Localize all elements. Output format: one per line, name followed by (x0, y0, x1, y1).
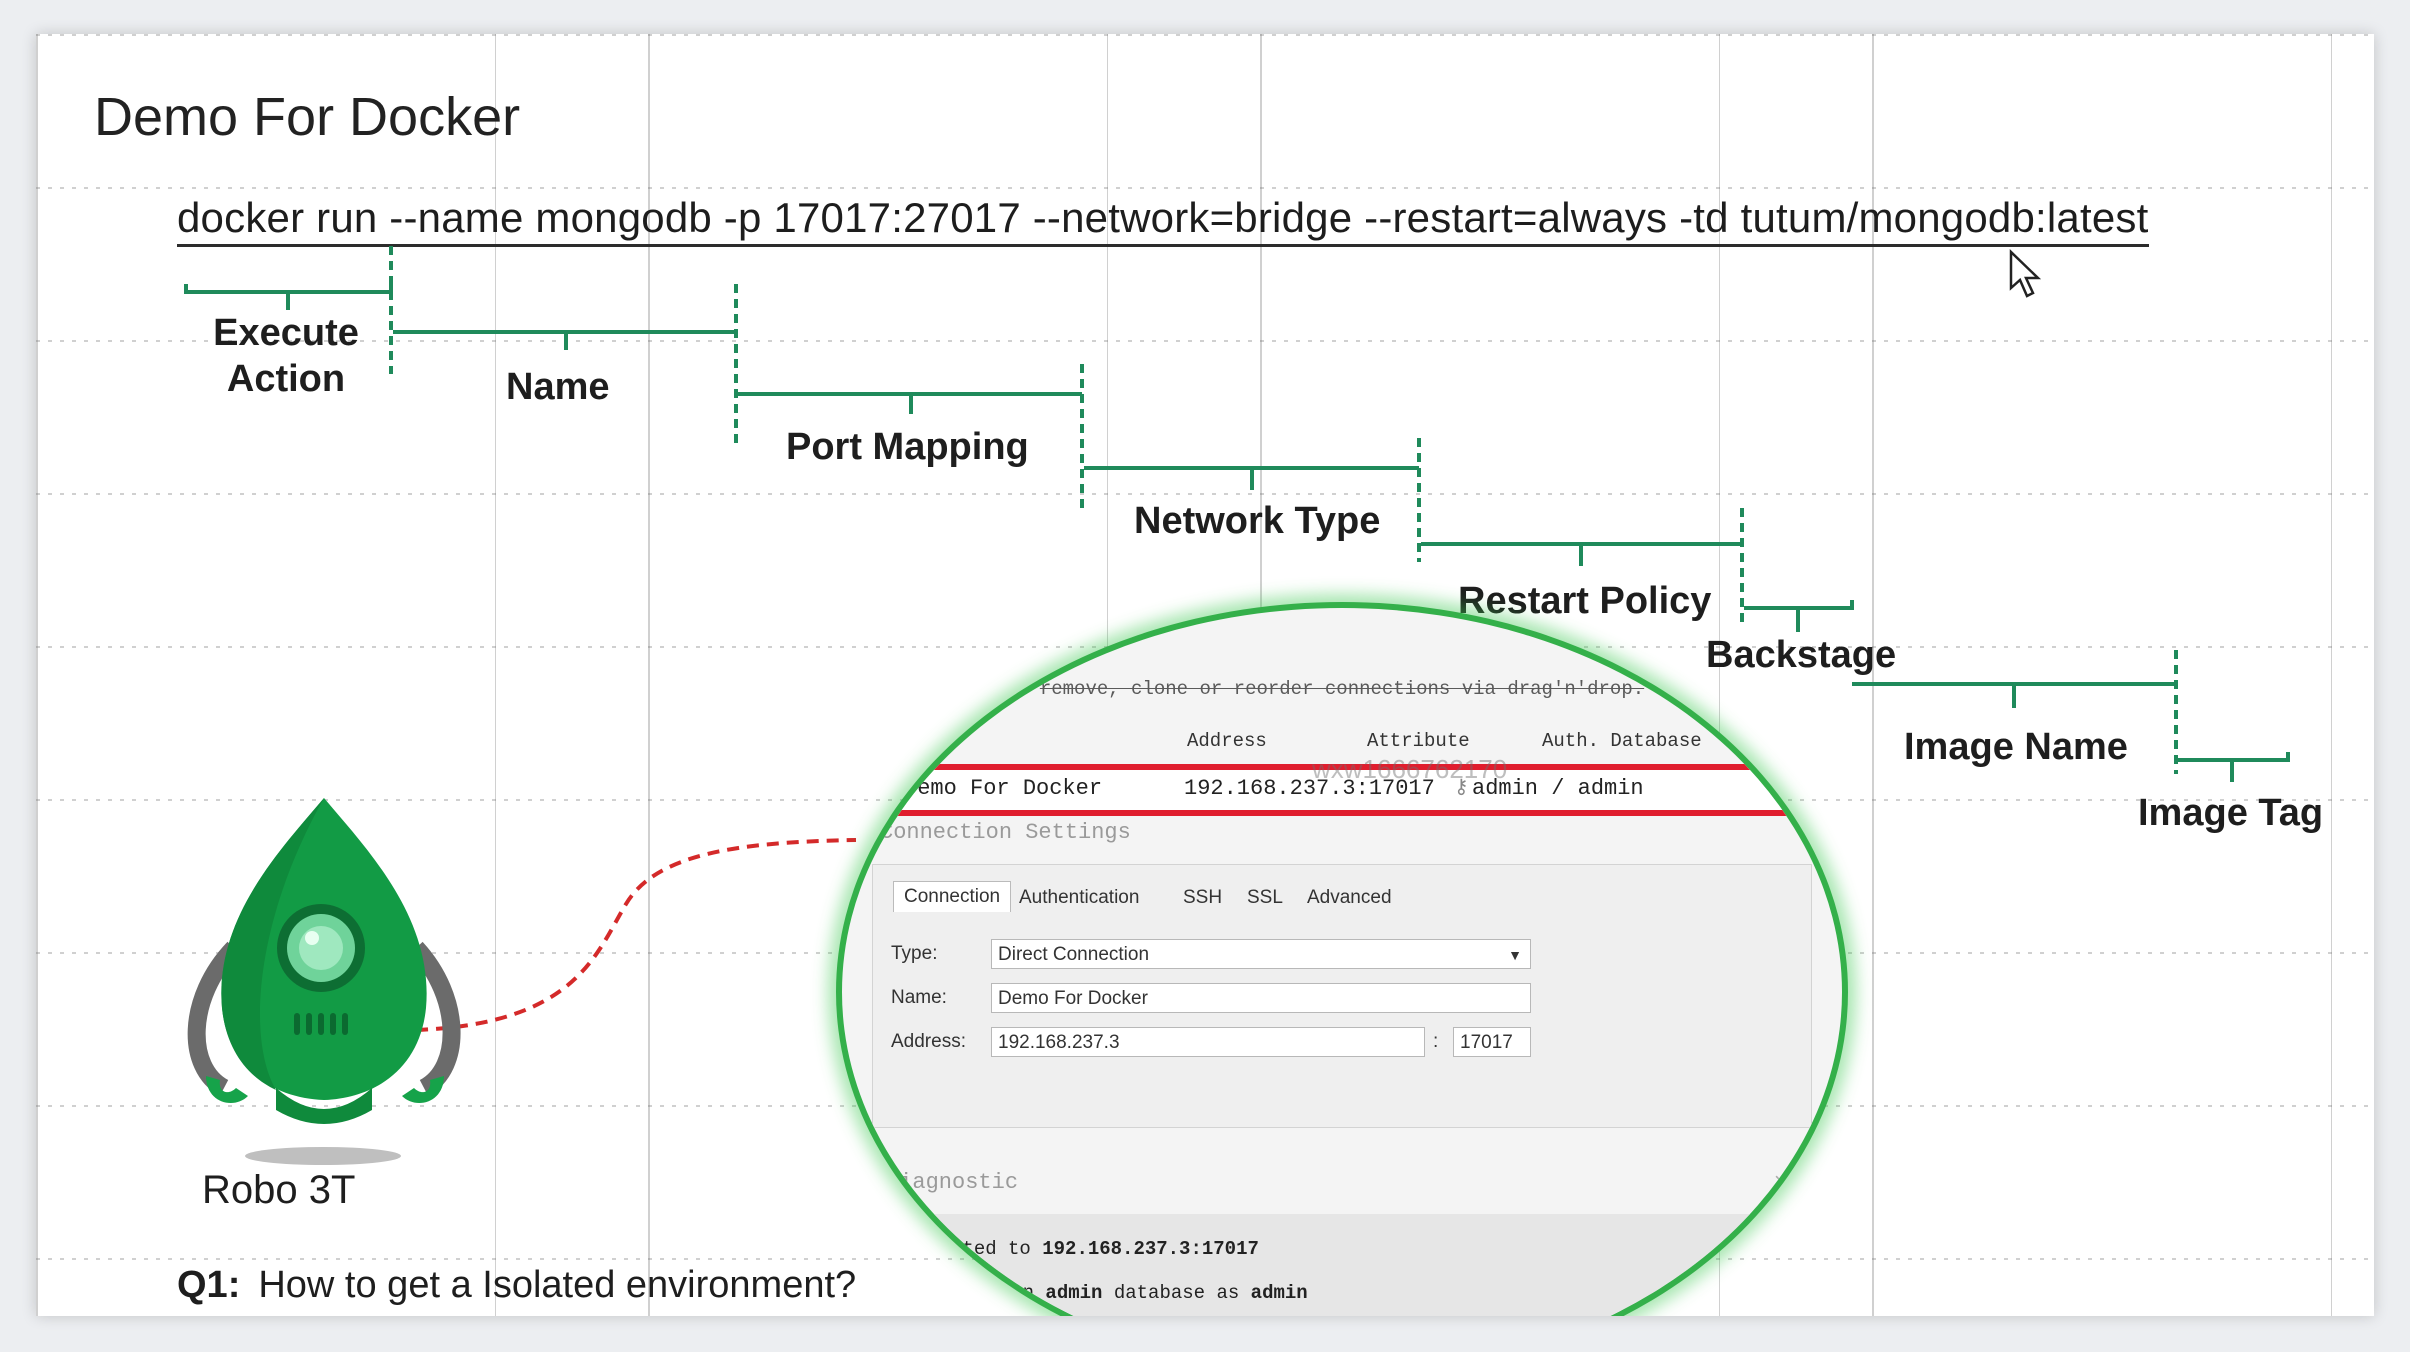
diagnostic-title: Diagnostic (886, 1170, 1019, 1195)
robo3t-robot-icon (187, 798, 461, 1165)
diagnostic-body: Connected to 192.168.237.3:17017 horized… (842, 1214, 1842, 1316)
type-value: Direct Connection (998, 944, 1150, 965)
diagnostic-line-connected: Connected to 192.168.237.3:17017 (894, 1238, 1259, 1260)
chevron-down-icon: ▼ (1508, 947, 1522, 963)
label-network-type: Network Type (1134, 500, 1381, 542)
key-icon: ⚷ (1454, 777, 1469, 800)
close-icon[interactable]: × (1774, 1168, 1787, 1193)
port-field[interactable]: 17017 (1453, 1027, 1531, 1057)
robo3t-magnifier: remove, clone or reorder connections via… (836, 602, 1848, 1316)
connection-auth: admin / admin (1472, 776, 1644, 801)
connection-row-demo-for-docker[interactable]: Demo For Docker 192.168.237.3:17017 wxw1… (842, 754, 1842, 816)
tab-ssh[interactable]: SSH (1183, 887, 1223, 908)
question-text: How to get a Isolated environment? (258, 1264, 857, 1306)
label-restart-policy: Restart Policy (1458, 580, 1712, 622)
tab-connection[interactable]: Connection (893, 881, 1012, 912)
type-select[interactable]: Direct Connection ▼ (991, 939, 1531, 969)
watermark: wxw1666762170 (1312, 754, 1508, 784)
label-backstage: Backstage (1706, 634, 1897, 676)
column-auth-database: Auth. Database (1542, 730, 1702, 752)
diagnostic-icon (862, 1174, 878, 1190)
bracket-annotations (184, 246, 2290, 1032)
name-field[interactable]: Demo For Docker (991, 983, 1531, 1013)
connection-settings-title: Connection Settings (880, 820, 1131, 845)
tab-advanced[interactable]: Advanced (1307, 887, 1392, 908)
question: Q1: How to get a Isolated environment? (177, 1264, 856, 1307)
connection-address: 192.168.237.3:17017 (1184, 776, 1435, 801)
slide: Demo For Docker docker run --name mongod… (36, 34, 2374, 1316)
column-attribute: Attribute (1367, 730, 1470, 752)
connections-hint: remove, clone or reorder connections via… (1039, 678, 1645, 700)
question-prefix: Q1: (177, 1264, 241, 1306)
connection-name: Demo For Docker (904, 776, 1103, 801)
settings-tabs: Connection Authentication SSH SSL Advanc… (893, 881, 1811, 917)
label-image-tag: Image Tag (2138, 792, 2324, 834)
label-port-mapping: Port Mapping (786, 426, 1029, 468)
port-separator: : (1433, 1031, 1439, 1052)
label-name: Name (506, 366, 610, 408)
connections-header: Address Attribute Auth. Database (842, 730, 1842, 760)
diagnostic-line-authorized: horized on admin database as admin (920, 1282, 1308, 1304)
tab-authentication[interactable]: Authentication (1019, 887, 1140, 908)
label-image-name: Image Name (1904, 726, 2128, 768)
tab-ssl[interactable]: SSL (1247, 887, 1283, 908)
type-label: Type: (891, 943, 938, 964)
name-label: Name: (891, 987, 947, 1008)
slide-title: Demo For Docker (94, 87, 521, 147)
docker-command: docker run --name mongodb -p 17017:27017… (177, 194, 2149, 247)
robo3t-label: Robo 3T (202, 1168, 356, 1212)
address-field[interactable]: 192.168.237.3 (991, 1027, 1425, 1057)
address-label: Address: (891, 1031, 966, 1052)
column-address: Address (1187, 730, 1267, 752)
connection-settings-panel: Connection Authentication SSH SSL Advanc… (872, 864, 1812, 1128)
diagnostic-header: Diagnostic (862, 1170, 1842, 1195)
label-execute-action: Execute Action (213, 312, 359, 400)
